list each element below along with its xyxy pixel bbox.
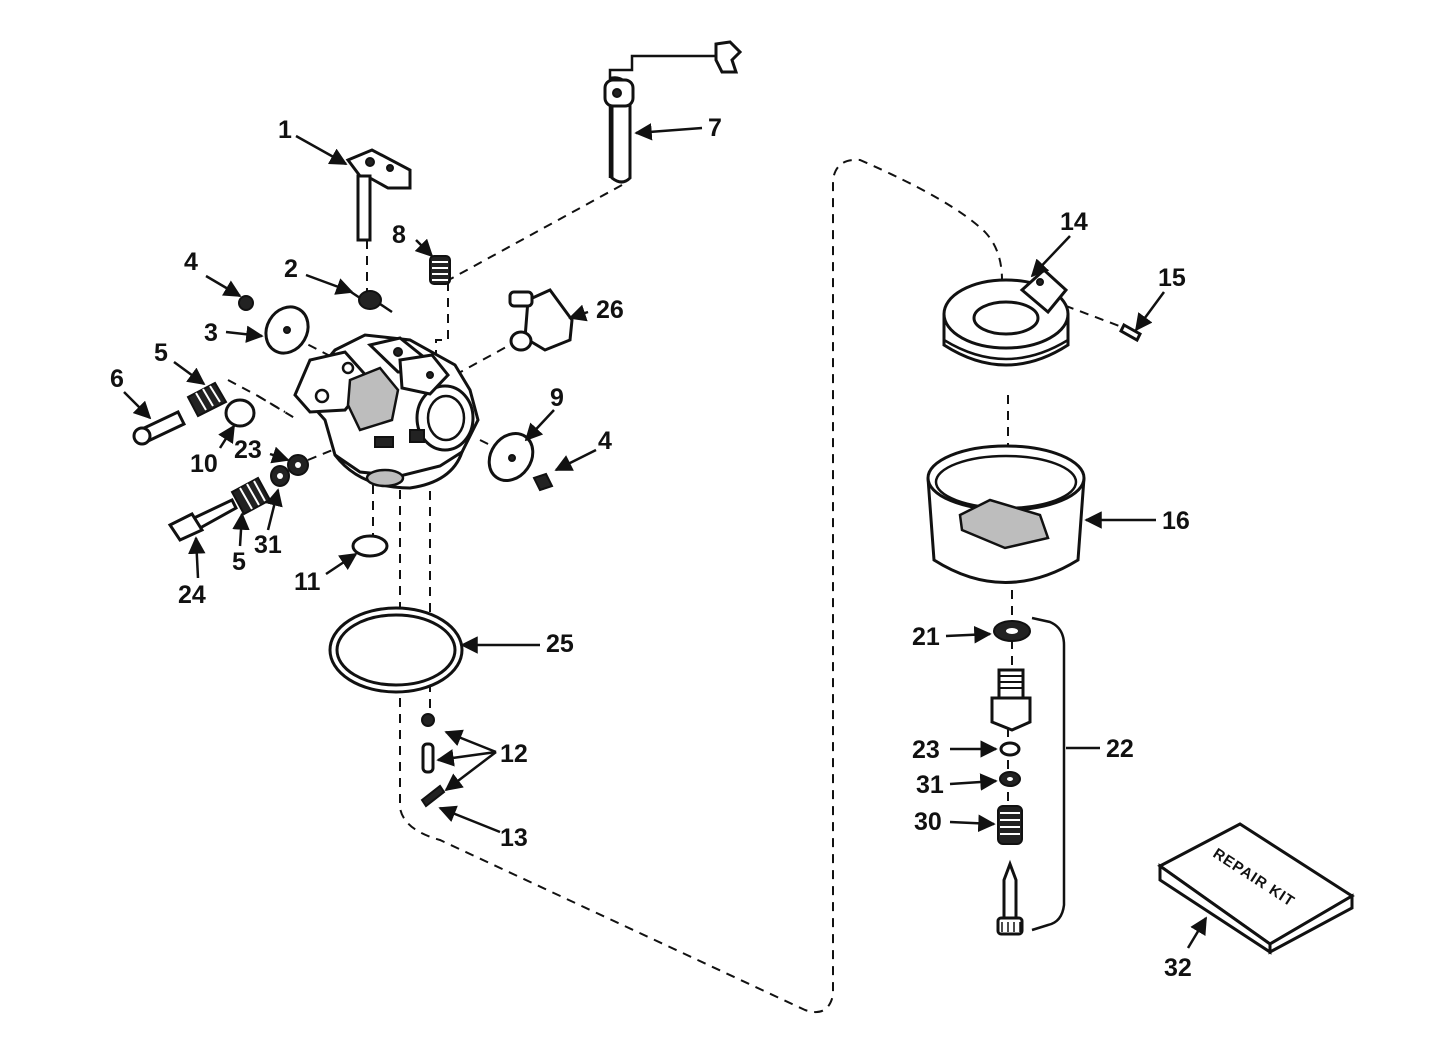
callout-12: 12 — [500, 740, 528, 768]
bowl-nut-part — [990, 668, 1032, 732]
fuel-inlet-fitting-part — [508, 288, 574, 352]
spring-30-part — [997, 805, 1023, 845]
callout-15: 15 — [1158, 264, 1186, 292]
screw-6-part — [132, 410, 187, 446]
callout-14: 14 — [1060, 208, 1088, 236]
callout-5-upper: 5 — [154, 339, 168, 367]
repair-kit-32-part: REPAIR KIT — [1157, 822, 1355, 955]
leader-arrows — [123, 123, 1208, 949]
spring-part — [347, 288, 393, 314]
callout-31-right: 31 — [916, 771, 944, 799]
callout-6: 6 — [110, 365, 124, 393]
callout-5-lower: 5 — [232, 548, 246, 576]
callout-labels: 1 2 3 4 5 6 7 8 26 9 4 10 23 5 31 24 11 … — [110, 114, 1192, 982]
o-ring-10-part — [224, 398, 256, 428]
callout-25: 25 — [546, 630, 574, 658]
callout-23-right: 23 — [912, 736, 940, 764]
pin-15-part — [1119, 322, 1142, 343]
bracket-22 — [1031, 616, 1066, 932]
washers-right-part — [999, 741, 1021, 787]
callout-16: 16 — [1162, 507, 1190, 535]
disc-11-part — [351, 534, 389, 558]
callout-24: 24 — [178, 581, 206, 609]
washers-left-part — [270, 454, 309, 487]
callout-22: 22 — [1106, 735, 1134, 763]
float-bowl-cover-14-part — [942, 267, 1070, 367]
callout-10: 10 — [190, 450, 218, 478]
callout-11: 11 — [294, 568, 321, 596]
callout-13: 13 — [500, 824, 528, 852]
callout-9: 9 — [550, 384, 564, 412]
screw-4-upper-part — [238, 295, 254, 311]
callout-7: 7 — [708, 114, 722, 142]
callout-32: 32 — [1164, 954, 1192, 982]
callout-2: 2 — [284, 255, 298, 283]
throttle-link-part — [603, 40, 743, 184]
callout-30: 30 — [914, 808, 942, 836]
diaphragm-3-part — [264, 305, 310, 355]
gasket-ring-25-part — [328, 606, 464, 694]
callout-21: 21 — [912, 623, 940, 651]
spring-5-lower-part — [230, 476, 272, 516]
callout-26: 26 — [596, 296, 624, 324]
callout-23-left: 23 — [234, 436, 262, 464]
needle-right-part — [996, 859, 1024, 936]
carburetor-body — [293, 333, 480, 490]
callout-31-left: 31 — [254, 531, 282, 559]
callout-1: 1 — [278, 116, 292, 144]
callout-4-upper: 4 — [184, 248, 198, 276]
needle-24-part — [167, 498, 238, 542]
float-bowl-16-part — [926, 444, 1086, 584]
spring-8-part — [429, 255, 451, 285]
screw-4-lower-part — [532, 472, 554, 492]
callout-3: 3 — [204, 319, 218, 347]
needle-seat-12-part — [420, 713, 446, 808]
callout-4-lower: 4 — [598, 427, 612, 455]
callout-8: 8 — [392, 221, 406, 249]
throttle-shaft-part — [345, 148, 412, 242]
washer-21-part — [993, 620, 1031, 642]
spring-5-upper-part — [186, 381, 228, 418]
